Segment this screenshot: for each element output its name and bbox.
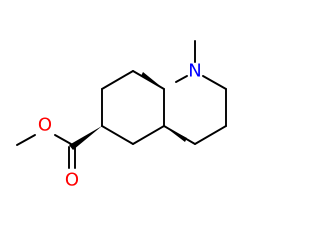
bond-c8a-n1 — [175, 75, 188, 83]
bond-n1-c2 — [202, 75, 227, 90]
nitrogen-atom-label: N — [188, 61, 201, 82]
bond-ester-o-methyl — [16, 134, 36, 146]
bond-c8-c7 — [101, 70, 134, 90]
structure-canvas: N O O — [16, 40, 227, 191]
bond-c6-c5 — [101, 125, 134, 145]
carbonyl-oxygen-label: O — [65, 170, 79, 191]
bond-carbonyl-c-ester-o — [54, 134, 72, 145]
wedge-c6-carboxyl — [69, 126, 102, 150]
bond-c5-c4a — [132, 125, 165, 145]
ester-oxygen-label: O — [38, 115, 52, 136]
wedge-c4a-h — [164, 126, 187, 142]
bond-c3-c4 — [194, 125, 227, 145]
molecule-structure: N O O — [16, 40, 227, 191]
wedge-c8a-h — [141, 72, 164, 89]
